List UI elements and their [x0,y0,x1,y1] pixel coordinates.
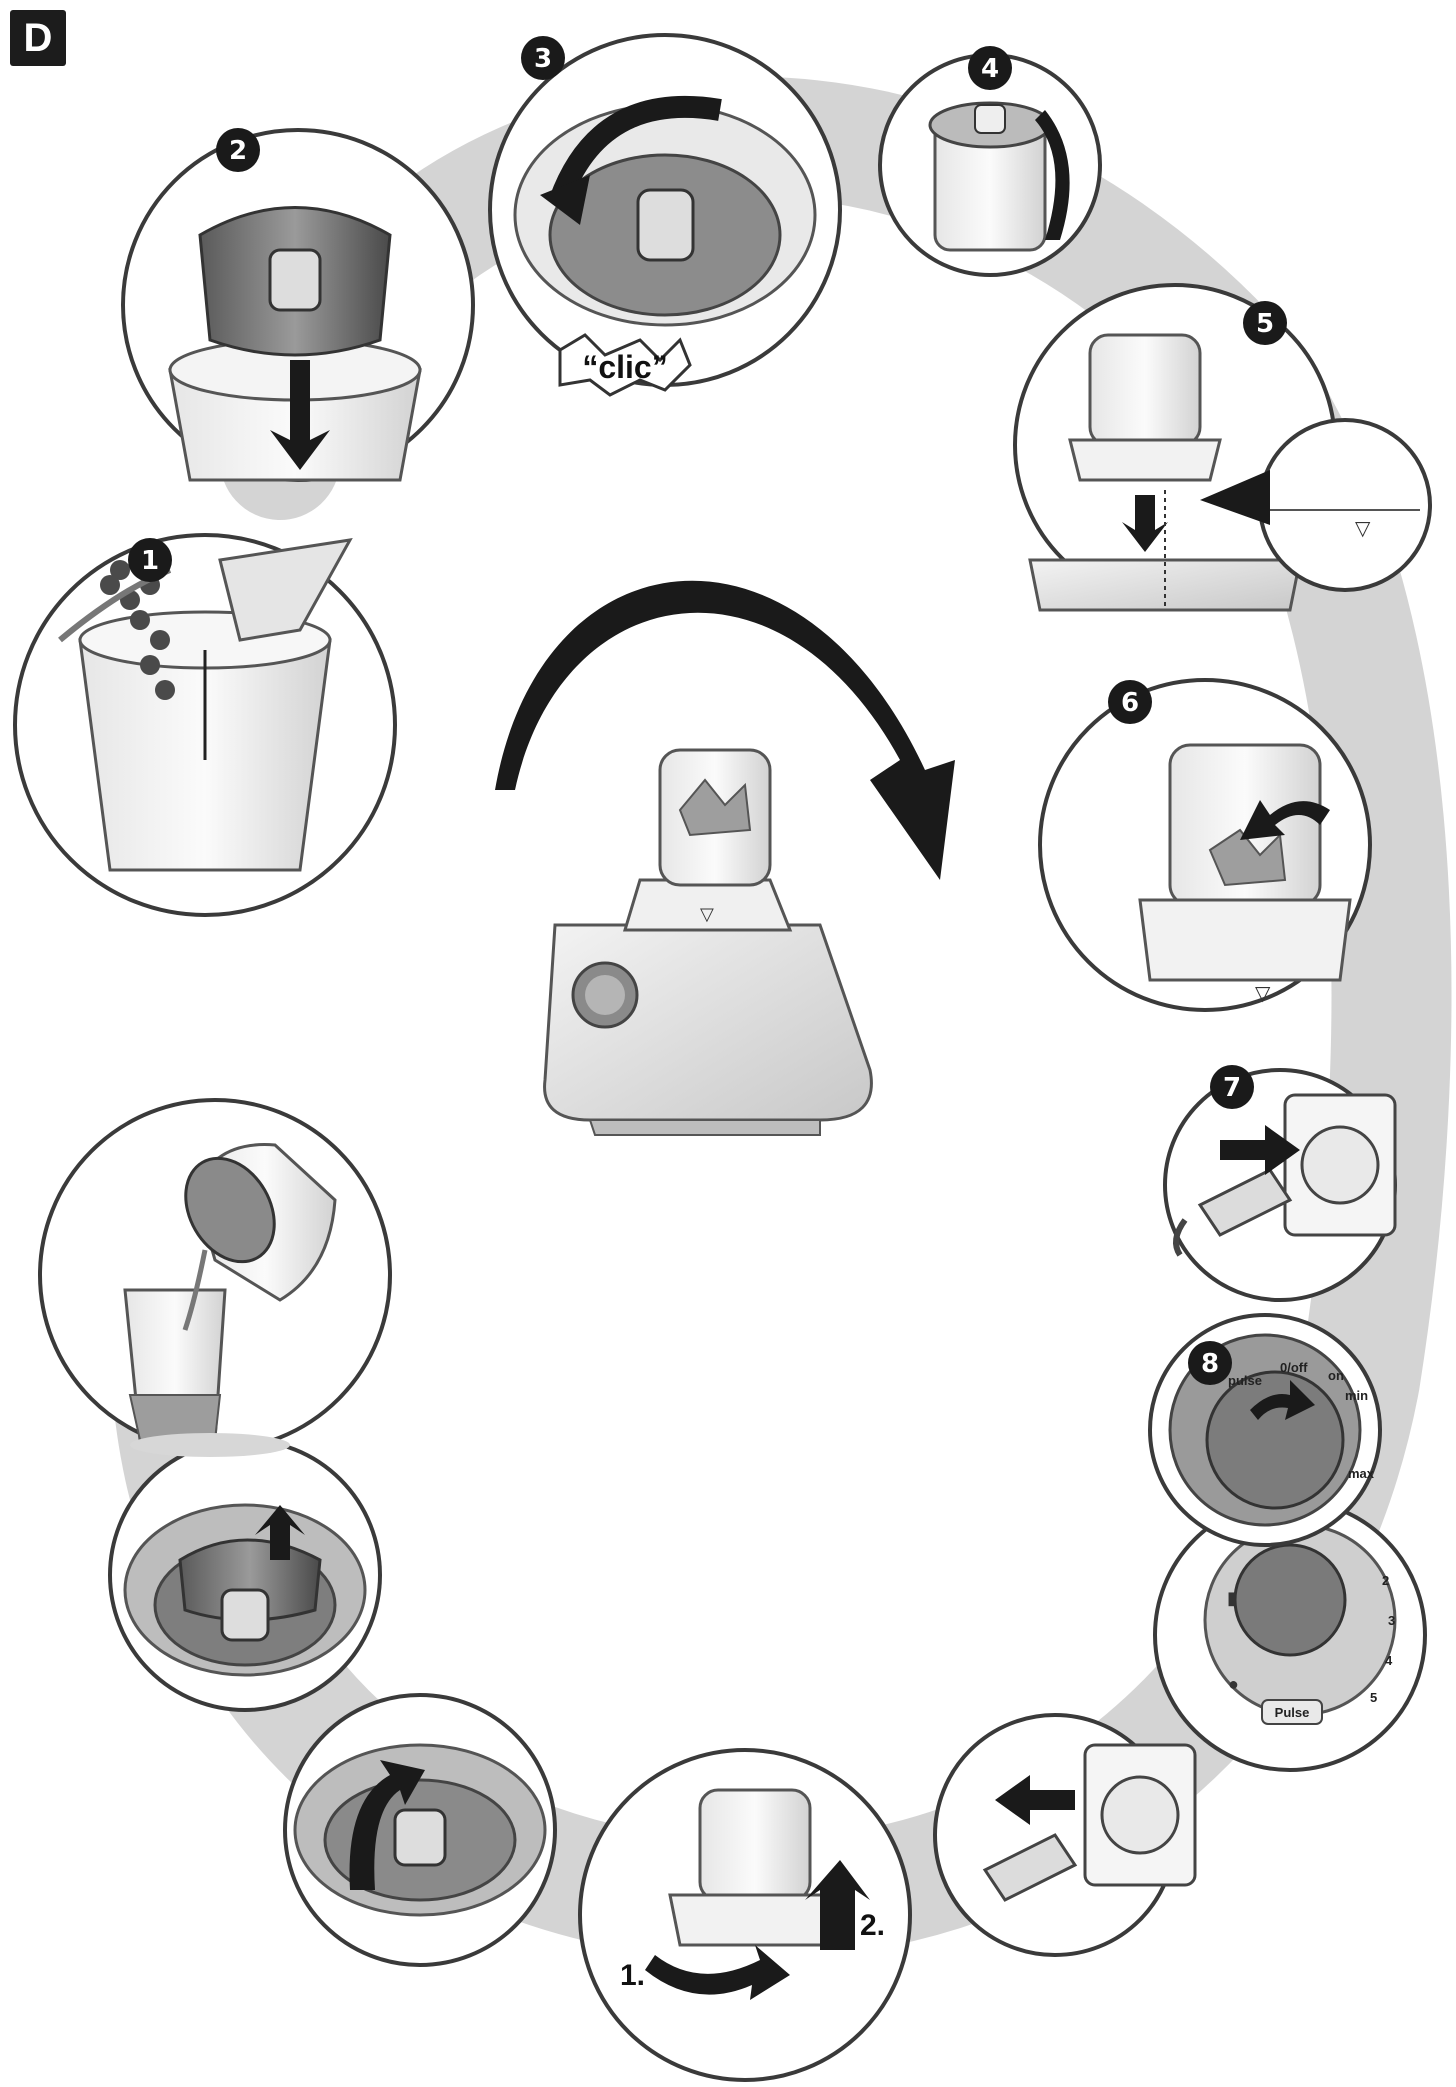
step-8-panel: ▮ ● 2 3 4 5 Pulse pulse 0/off on min max… [1148,1313,1427,1772]
step-3-panel: “clic” 3 [488,33,842,397]
dial-pulse-label: pulse [1228,1373,1262,1388]
step-7-number: 7 [1223,1073,1241,1103]
speed-5: 5 [1370,1690,1377,1705]
step-5-panel: ▽ 5 [1013,283,1432,612]
dial-min-label: min [1345,1388,1368,1403]
step-3-number: 3 [534,44,552,74]
lift-blade-panel [108,1438,382,1712]
step-6-panel: ▽ 6 [1038,678,1372,1012]
remove-jar-panel: 1. 2. [578,1748,912,2082]
step-2-panel: 2 [121,128,475,482]
svg-text:▽: ▽ [700,904,714,924]
clic-sound-label: “clic” [582,349,667,385]
removal-step-2-label: 2. [860,1909,885,1942]
pour-panel [38,1098,392,1457]
dial-max-label: max [1348,1466,1375,1481]
step-8-number: 8 [1201,1349,1219,1379]
speed-3: 3 [1388,1613,1395,1628]
speed-icon: ▮ [1227,1588,1237,1608]
svg-text:▽: ▽ [1255,983,1271,1005]
pulse-button-label: Pulse [1275,1705,1310,1720]
step-6-number: 6 [1121,688,1139,718]
step-4-panel: 4 [878,46,1102,277]
unscrew-panel [283,1693,557,1967]
svg-text:▽: ▽ [1355,518,1371,540]
dial-on-label: on [1328,1368,1344,1383]
section-badge: D [10,10,66,66]
step-1-number: 1 [141,546,159,576]
step-5-number: 5 [1256,309,1274,339]
ice-icon: ● [1228,1674,1239,1694]
removal-step-1-label: 1. [620,1959,645,1992]
blender-illustration: ▽ [543,748,873,1136]
speed-4: 4 [1385,1653,1393,1668]
step-1-panel: 1 [13,533,397,917]
dial-off-label: 0/off [1280,1360,1308,1375]
speed-2: 2 [1382,1573,1389,1588]
step-7-panel: 7 [1163,1065,1397,1302]
step-4-number: 4 [981,54,999,84]
unplug-panel [933,1713,1197,1957]
step-2-number: 2 [229,136,247,166]
rotation-arrow-icon [495,580,955,880]
